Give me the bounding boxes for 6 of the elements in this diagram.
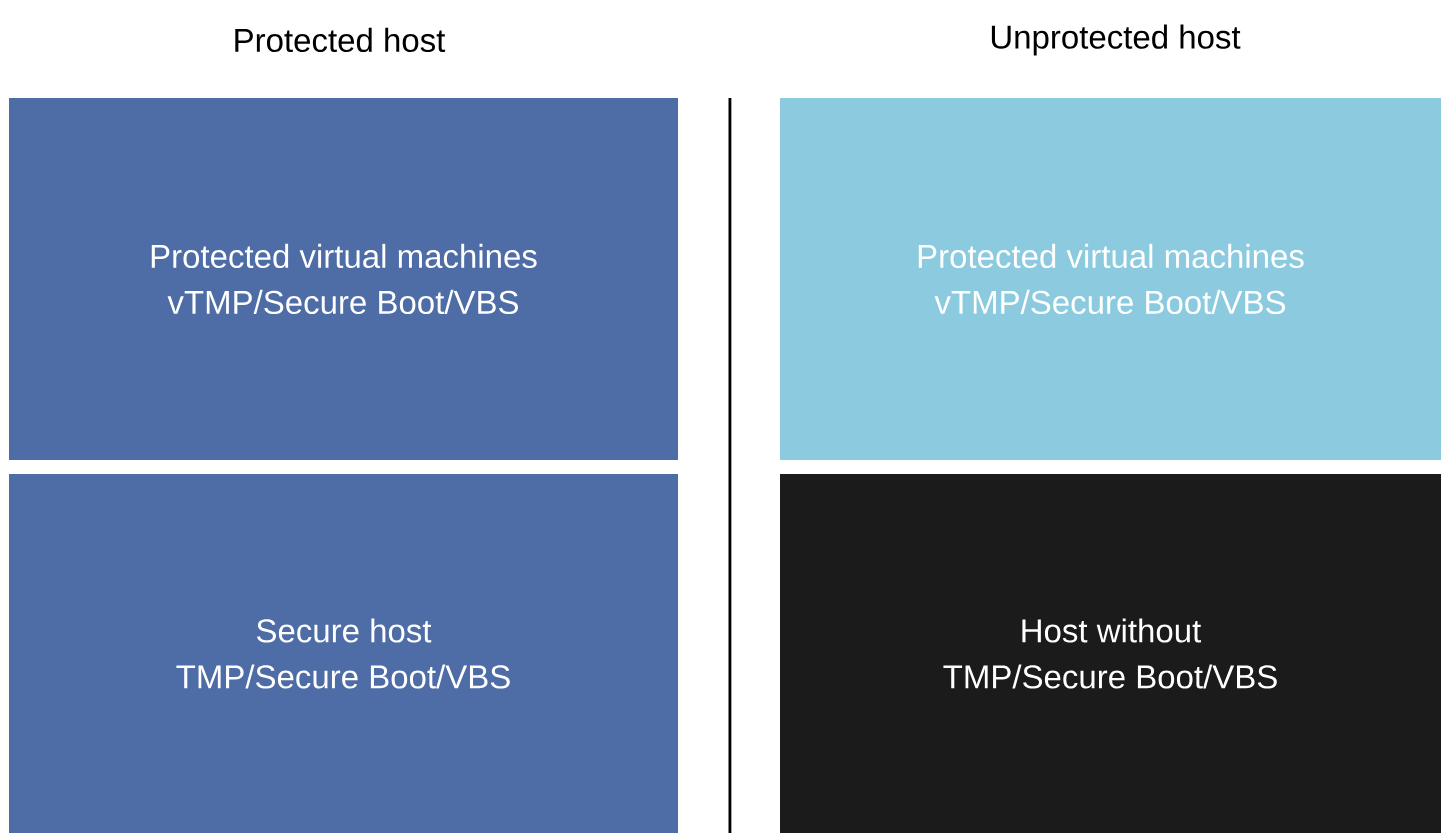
text-box: Protected virtual machines vTMP/Secure Boot/VBS	[9, 98, 678, 460]
column-heading: Protected host	[235, 27, 446, 53]
column-heading: Unprotected host	[991, 24, 1241, 56]
text-box: Protected virtual machines vTMP/Secure Boot/VBS	[780, 98, 1441, 460]
text-box: Secure host TMP/Secure Boot/VBS	[9, 474, 678, 833]
text-box: Host without TMP/Secure Boot/VBS	[780, 474, 1441, 833]
